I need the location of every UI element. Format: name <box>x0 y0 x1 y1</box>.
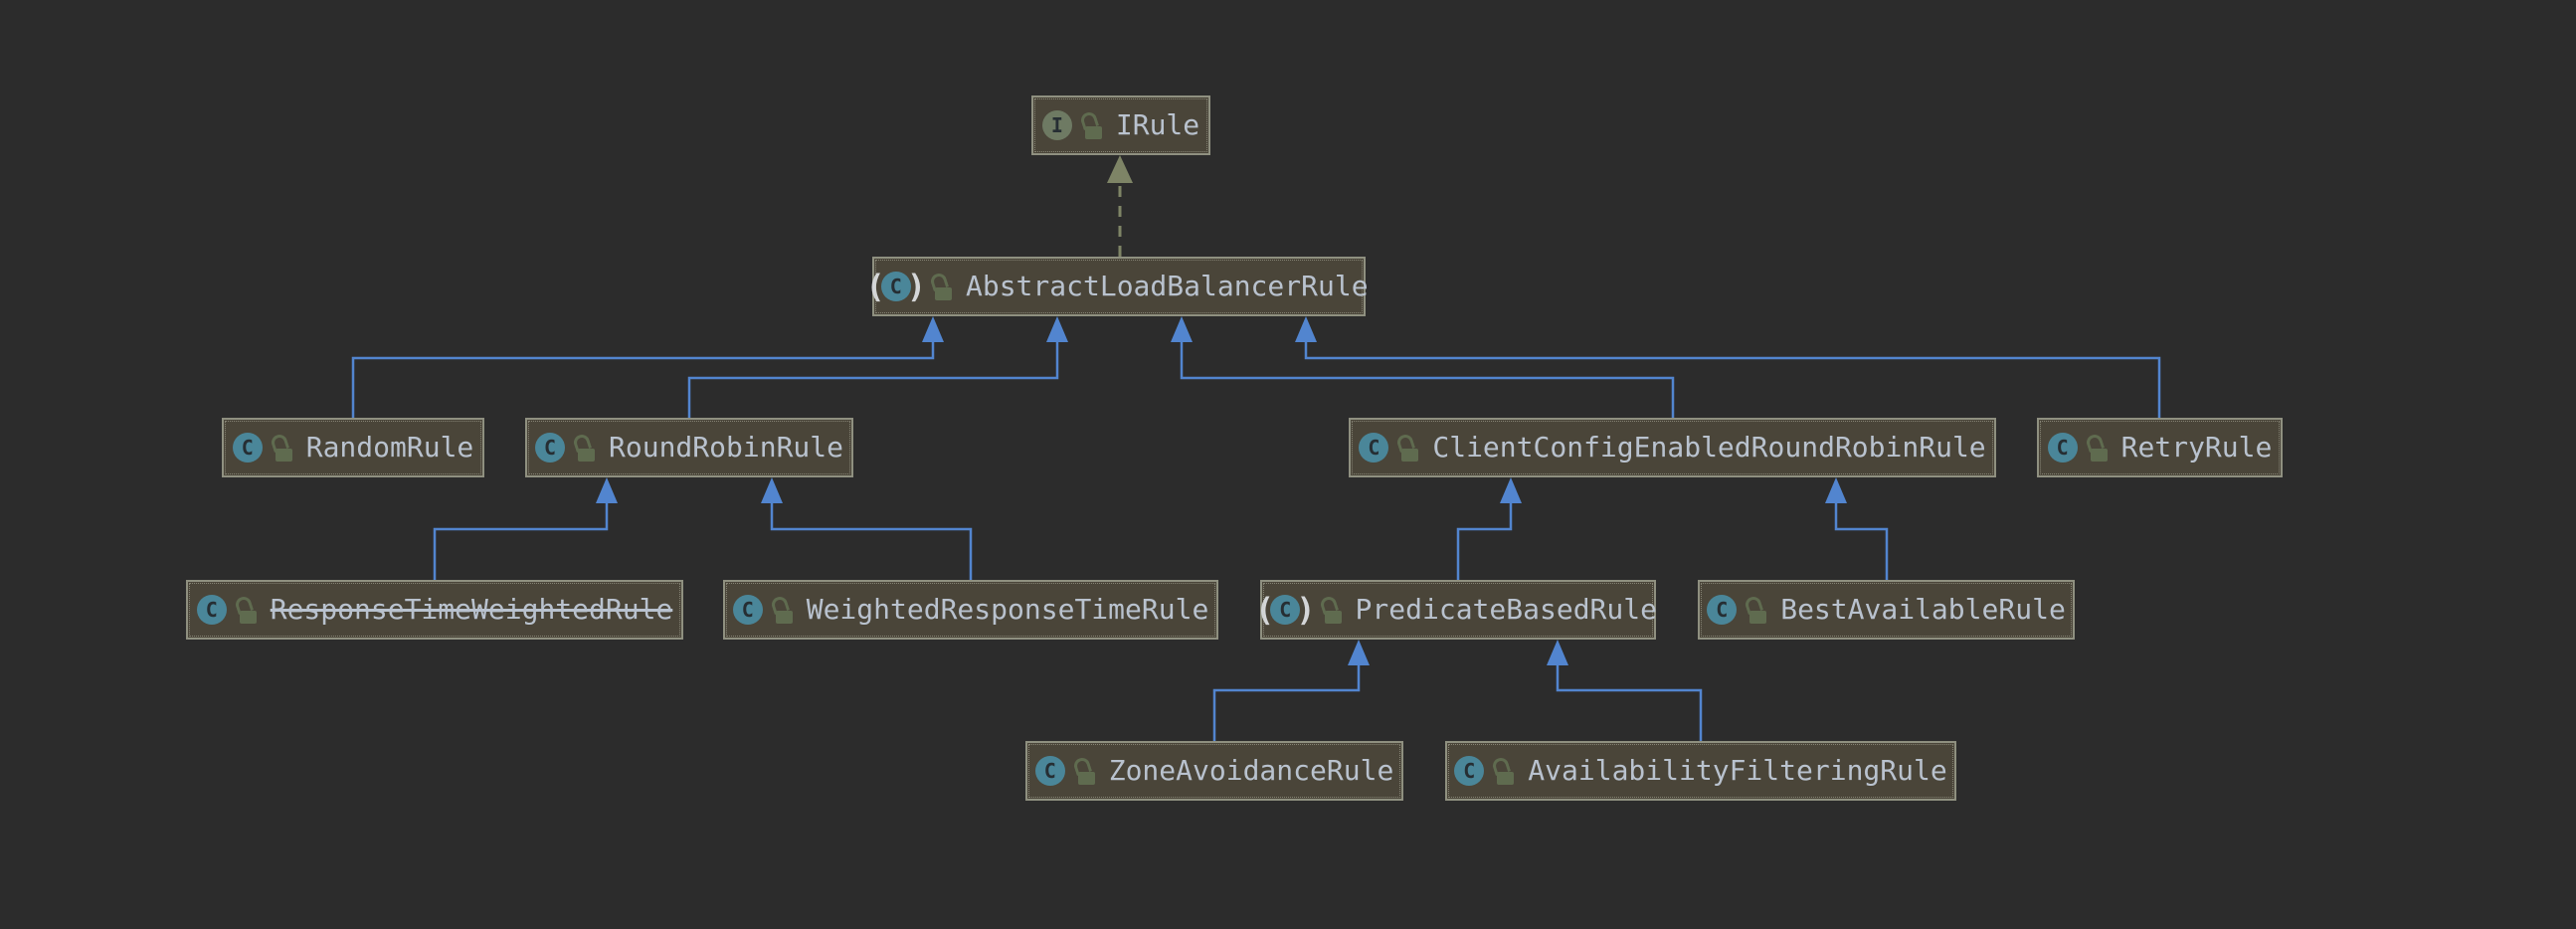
class-icon: C <box>535 433 565 463</box>
edge-extends-zoneavoidancerule <box>1212 665 1361 741</box>
class-name-label: RetryRule <box>2120 431 2273 464</box>
public-lock-icon <box>1748 596 1768 624</box>
class-name-label: IRule <box>1115 108 1200 141</box>
class-node-predicatebasedrule[interactable]: C PredicateBasedRule <box>1259 580 1657 640</box>
edge-extends-clientconfigenabledroundrobinrule <box>1180 342 1675 418</box>
extends-arrowhead-icon <box>1295 316 1317 342</box>
class-icon: C <box>196 595 227 625</box>
edge-extends-responsetimeweightedrule <box>433 503 609 580</box>
class-node-weightedresponsetimerule[interactable]: C WeightedResponseTimeRule <box>723 580 1218 640</box>
class-name-label: AvailabilityFilteringRule <box>1528 754 1947 787</box>
class-node-bestavailablerule[interactable]: C BestAvailableRule <box>1698 580 2075 640</box>
class-name-label: ClientConfigEnabledRoundRobinRule <box>1432 431 1986 464</box>
edge-extends-predicatebasedrule <box>1456 503 1513 580</box>
class-node-responsetimeweightedrule[interactable]: C ResponseTimeWeightedRule <box>186 580 683 640</box>
class-name-label: RandomRule <box>305 431 474 464</box>
extends-arrowhead-icon <box>1171 316 1193 342</box>
extends-arrowhead-icon <box>596 477 618 503</box>
public-lock-icon <box>1077 757 1097 785</box>
public-lock-icon <box>239 596 259 624</box>
class-node-clientconfigenabledroundrobinrule[interactable]: C ClientConfigEnabledRoundRobinRule <box>1349 418 1996 477</box>
edge-extends-bestavailablerule <box>1834 503 1889 580</box>
class-name-label: ResponseTimeWeightedRule <box>270 593 673 626</box>
implements-arrowhead-icon <box>1107 155 1133 183</box>
edge-extends-randomrule <box>351 342 935 418</box>
class-node-zoneavoidancerule[interactable]: C ZoneAvoidanceRule <box>1025 741 1403 801</box>
public-lock-icon <box>1084 111 1104 139</box>
extends-arrowhead-icon <box>922 316 944 342</box>
public-lock-icon <box>1496 757 1516 785</box>
edge-extends-availabilityfilteringrule <box>1556 665 1703 741</box>
public-lock-icon <box>1324 596 1344 624</box>
extends-arrowhead-icon <box>1348 640 1370 665</box>
extends-arrowhead-icon <box>1046 316 1068 342</box>
class-node-roundrobinrule[interactable]: C RoundRobinRule <box>525 418 853 477</box>
extends-arrowhead-icon <box>1547 640 1568 665</box>
public-lock-icon <box>2090 434 2110 462</box>
class-icon: C <box>732 595 763 625</box>
class-icon: C <box>1454 756 1485 786</box>
class-icon: C <box>1034 756 1065 786</box>
interface-icon: I <box>1041 110 1072 140</box>
class-node-availabilityfilteringrule[interactable]: C AvailabilityFilteringRule <box>1445 741 1956 801</box>
class-name-label: WeightedResponseTimeRule <box>806 593 1209 626</box>
class-name-label: RoundRobinRule <box>609 431 844 464</box>
abstract-class-icon: C <box>1259 595 1312 625</box>
extends-arrowhead-icon <box>1500 477 1522 503</box>
class-name-label: BestAvailableRule <box>1780 593 2066 626</box>
class-icon: C <box>1359 433 1389 463</box>
public-lock-icon <box>275 434 294 462</box>
class-icon: C <box>232 433 263 463</box>
extends-arrowhead-icon <box>761 477 783 503</box>
public-lock-icon <box>577 434 597 462</box>
edge-extends-retryrule <box>1304 342 2161 418</box>
class-icon: C <box>1707 595 1738 625</box>
edge-extends-weightedresponsetimerule <box>770 503 973 580</box>
class-node-abstractloadbalancerrule[interactable]: C AbstractLoadBalancerRule <box>869 257 1369 316</box>
edge-extends-roundrobinrule <box>687 342 1059 418</box>
public-lock-icon <box>1400 434 1420 462</box>
class-name-label: ZoneAvoidanceRule <box>1108 754 1394 787</box>
class-name-label: AbstractLoadBalancerRule <box>965 270 1369 302</box>
public-lock-icon <box>775 596 795 624</box>
class-name-label: PredicateBasedRule <box>1355 593 1657 626</box>
class-node-randomrule[interactable]: C RandomRule <box>222 418 484 477</box>
class-node-irule[interactable]: I IRule <box>1031 95 1210 155</box>
class-node-retryrule[interactable]: C RetryRule <box>2037 418 2283 477</box>
public-lock-icon <box>934 273 954 300</box>
class-icon: C <box>2047 433 2078 463</box>
extends-arrowhead-icon <box>1825 477 1847 503</box>
abstract-class-icon: C <box>869 272 922 301</box>
